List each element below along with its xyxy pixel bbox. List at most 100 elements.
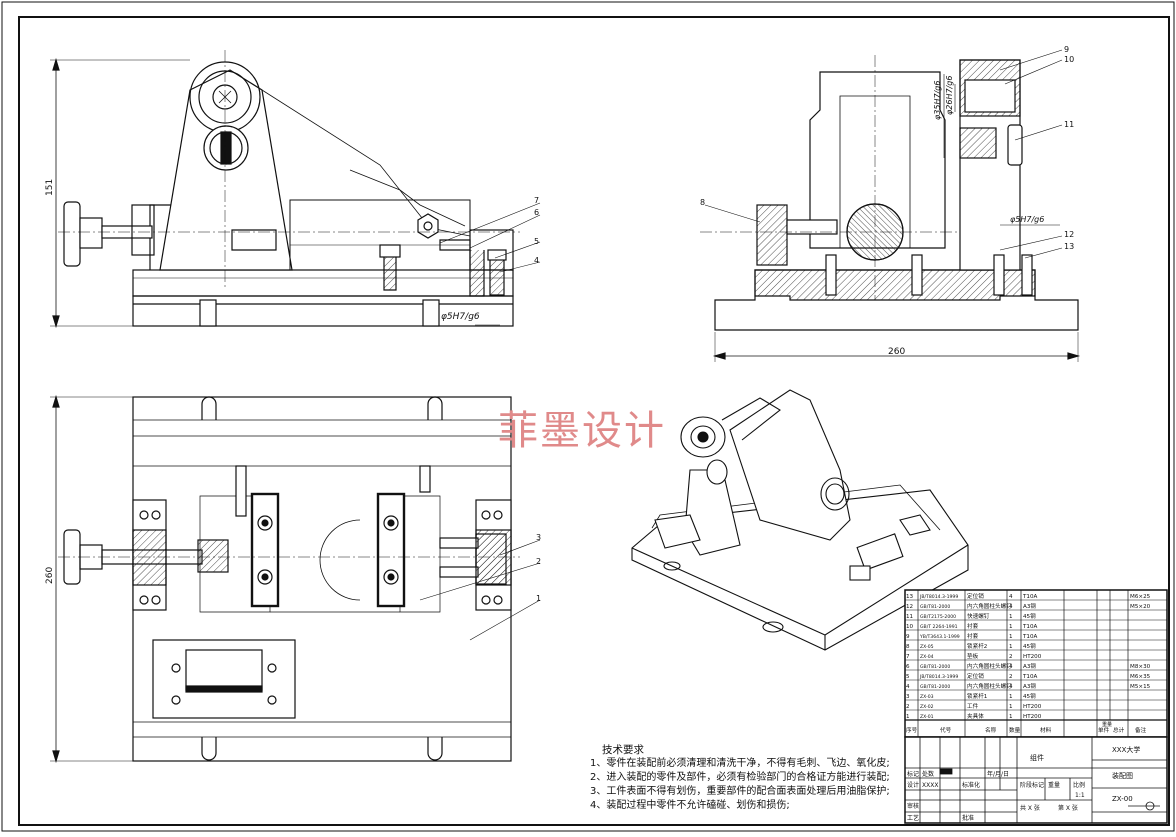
bom-cell: 2 [906,704,910,710]
bom-cell: T10A [1022,624,1038,630]
tb-drawing-no: ZX-00 [1112,795,1133,803]
bom-cell: 2 [1009,674,1013,680]
bom-cell: A3钢 [1023,602,1036,610]
bom-cell: 定位销 [967,672,984,680]
bom-cell: T10A [1022,594,1038,600]
side-fit-dim-c: φ26H7/g6 [945,76,954,115]
balloon-5: 5 [534,237,539,246]
bom-cell: ZX-02 [920,704,934,710]
bom-cell: 11 [906,614,914,620]
side-width-dim: 260 [888,347,905,357]
balloon-4: 4 [534,256,539,265]
balloon-13: 13 [1064,242,1074,251]
bom-cell: M6×25 [1130,594,1151,600]
bom-cell: GB/T81-2000 [920,604,950,610]
front-view [50,50,541,329]
balloon-3: 3 [536,533,541,542]
bom-cell: 内六角圆柱头螺钉 [967,662,1012,670]
tb-sheets-b: 第 X 张 [1058,804,1078,812]
bom-cell: YB/T3643.1-1999 [919,634,960,640]
bom-cell: ZX-05 [920,644,934,650]
bom-cell: A3钢 [1023,662,1036,670]
inner-border [18,16,1170,826]
bom-cell: 内六角圆柱头螺钉 [967,682,1012,690]
bom-cell: 1 [1009,624,1013,630]
balloon-10: 10 [1064,55,1074,64]
bom-header-cell: 数量 [1009,726,1021,734]
top-height-dim: 260 [45,567,55,584]
bom-cell: 45钢 [1023,612,1036,620]
bom-cell: 1 [906,714,910,720]
balloon-11: 11 [1064,120,1074,129]
front-fit-dim: φ5H7/g6 [441,312,480,322]
bom-cell: 5 [906,674,910,680]
bom-cell: 2 [1009,654,1013,660]
side-view [700,49,1081,362]
bom-cell: GB/T 2264-1991 [920,624,958,630]
tech-item-1: 1、零件在装配前必须清理和清洗干净，不得有毛刺、飞边、氧化皮; [590,758,890,769]
bom-cell: JB/T8014.3-1999 [919,674,958,680]
tb-approve-label: 批准 [962,814,974,822]
bom-cell: 锁紧杆1 [967,692,988,700]
balloon-6: 6 [534,208,539,217]
balloon-9: 9 [1064,45,1069,54]
bom-cell: A3钢 [1023,682,1036,690]
technical-requirements: 技术要求 1、零件在装配前必须清理和清洗干净，不得有毛刺、飞边、氧化皮; 2、进… [590,743,890,813]
tb-design-label: 设计 [907,781,919,789]
bom-cell: 9 [906,634,910,640]
bom-header-cell: 备注 [1135,726,1147,734]
bom-cell: M8×30 [1130,664,1151,670]
bom-header-cell: 总计 [1113,726,1125,734]
front-height-dim: 151 [45,179,55,196]
tb-mark-label: 标记 [907,770,919,778]
tb-sheets-a: 共 X 张 [1020,804,1040,812]
bom-cell: 45钢 [1023,692,1036,700]
tb-part-name: 组件 [1030,753,1044,762]
bom-header-cell: 名称 [985,726,997,734]
bom-header-cell: 序号 [906,726,918,734]
balloon-7: 7 [534,196,539,205]
bom-cell: 快速螺钉 [967,612,990,620]
bom-cell: JB/T8014.3-1999 [919,594,958,600]
tech-item-2: 2、进入装配的零件及部件，必须有检验部门的合格证方能进行装配; [590,772,890,783]
bom-cell: 1 [1009,614,1013,620]
balloon-12: 12 [1064,230,1074,239]
tb-scale: 1:1 [1075,792,1085,799]
tb-review-label: 审核 [907,802,919,810]
bom-cell: T10A [1022,634,1038,640]
tech-item-3: 3、工件表面不得有划伤，重要部件的配合面表面处理后用油脂保护; [590,786,890,797]
bom-cell: HT200 [1023,654,1042,660]
bom-cell: T10A [1022,674,1038,680]
bom-header-cell: 单件 [1098,726,1110,734]
bom-cell: 45钢 [1023,642,1036,650]
tb-stage-label: 阶段标记 [1020,781,1044,789]
tb-count-label: 处数 [922,770,934,778]
bom-cell: 4 [1009,664,1013,670]
bom-cell: M5×20 [1130,604,1151,610]
bom-cell: GB/T2175-2000 [920,614,956,620]
bom-cell: 垫板 [967,652,979,660]
bom-cell: 4 [1009,604,1013,610]
tech-title: 技术要求 [602,744,644,756]
bom-cell: ZX-04 [920,654,934,660]
bom-cell: 13 [906,594,914,600]
bom-cell: ZX-01 [920,714,934,720]
bom-header-cell: 代号 [940,726,952,734]
bom-header-cell: 材料 [1040,726,1052,734]
bom-cell: 1 [1009,704,1013,710]
tech-item-4: 4、装配过程中零件不允许磕碰、划伤和损伤; [590,800,790,811]
balloon-1: 1 [536,594,541,603]
bom-cell: 1 [1009,714,1013,720]
bom-cell: 12 [906,604,913,610]
isometric-view [631,389,969,651]
tb-standard-label: 标准化 [962,781,980,789]
bom-cell: 6 [906,664,910,670]
bom-cell: 4 [906,684,910,690]
tb-weight-label: 重量 [1048,781,1060,789]
bom-cell: GB/T81-2000 [920,664,950,670]
bom-cell: 工件 [967,702,979,710]
side-fit-dim-b: φ35H7/g6 [933,81,942,120]
bom-cell: 4 [1009,594,1013,600]
bom-cell: 7 [906,654,910,660]
